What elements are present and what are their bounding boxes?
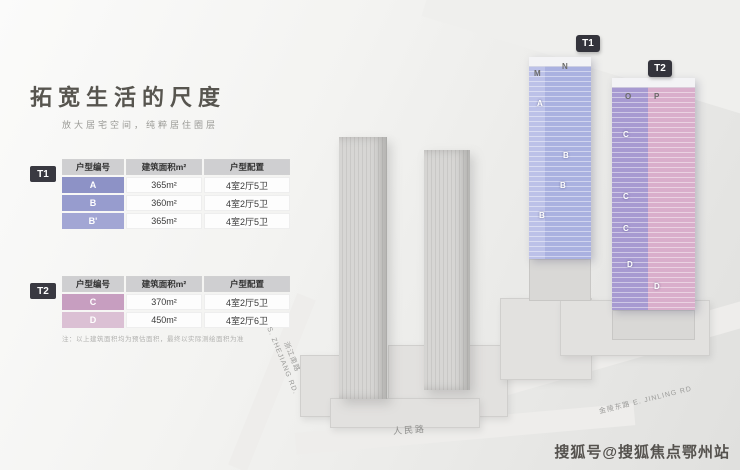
t2-table: 户型编号 建筑面积m² 户型配置 C 370m² 4室2厅5卫 D 450m² …	[62, 276, 290, 328]
t2-tower-base	[612, 310, 695, 340]
t2-tower-crown	[612, 78, 695, 87]
page-title: 拓宽生活的尺度	[30, 85, 227, 110]
t1-section-label: M	[534, 69, 541, 78]
t2-row-d-layout: 4室2厅6卫	[204, 312, 290, 328]
t2-section-label: D	[627, 260, 633, 269]
t1-row-b2-layout: 4室2厅5卫	[204, 213, 290, 229]
t1-table: 户型编号 建筑面积m² 户型配置 A 365m² 4室2厅5卫 B 360m² …	[62, 159, 290, 229]
t2-section-label: P	[654, 92, 660, 101]
building-block	[330, 398, 480, 428]
gray-tower-left	[339, 137, 387, 399]
t2-map-badge: T2	[648, 60, 672, 77]
watermark: 搜狐号@搜狐焦点鄂州站	[554, 444, 730, 461]
gray-tower-right	[424, 150, 470, 390]
t1-row-a-area: 365m²	[126, 177, 202, 193]
t2-header-area: 建筑面积m²	[126, 276, 202, 292]
t1-row-b-area: 360m²	[126, 195, 202, 211]
t1-header-area: 建筑面积m²	[126, 159, 202, 175]
t1-row-b2-area: 365m²	[126, 213, 202, 229]
t2-section-label: C	[623, 130, 629, 139]
t2-row-c-layout: 4室2厅5卫	[204, 294, 290, 310]
t1-tower: M N A B B B	[529, 57, 591, 259]
t1-section-label: A	[537, 99, 543, 108]
t2-tower-floors	[612, 87, 695, 310]
t2-row-c-area: 370m²	[126, 294, 202, 310]
t2-header-unit: 户型编号	[62, 276, 124, 292]
t1-section-label: B	[539, 211, 545, 220]
t1-header-unit: 户型编号	[62, 159, 124, 175]
t2-row-d-unit: D	[62, 312, 124, 328]
t1-row-a-layout: 4室2厅5卫	[204, 177, 290, 193]
t2-tower: O P C C C D D	[612, 78, 695, 310]
t1-row-b-layout: 4室2厅5卫	[204, 195, 290, 211]
t1-tower-floors	[529, 66, 591, 259]
t1-map-badge: T1	[576, 35, 600, 52]
t1-badge: T1	[30, 166, 56, 182]
t2-row-d-area: 450m²	[126, 312, 202, 328]
t1-section-label: B	[560, 181, 566, 190]
t1-section-label: B	[563, 151, 569, 160]
page-subtitle: 放大居宅空间，纯粹居住圈层	[62, 120, 219, 130]
t1-tower-base	[529, 259, 591, 301]
t1-row-a-unit: A	[62, 177, 124, 193]
road-label-east: 金陵东路 E. JINLING RD	[598, 385, 693, 416]
road-label-south: 人民路	[392, 423, 427, 437]
table-note: 注：以上建筑面积均为预估面积，最终以实际测绘面积为准	[62, 336, 244, 343]
t2-header-layout: 户型配置	[204, 276, 290, 292]
t2-section-label: C	[623, 224, 629, 233]
t1-header-layout: 户型配置	[204, 159, 290, 175]
t2-section-label: D	[654, 282, 660, 291]
t2-section-label: C	[623, 192, 629, 201]
t1-row-b2-unit: B'	[62, 213, 124, 229]
t1-row-b-unit: B	[62, 195, 124, 211]
t2-section-label: O	[625, 92, 632, 101]
t1-tower-crown	[529, 57, 591, 66]
t1-section-label: N	[562, 62, 568, 71]
t2-row-c-unit: C	[62, 294, 124, 310]
t2-badge: T2	[30, 283, 56, 299]
